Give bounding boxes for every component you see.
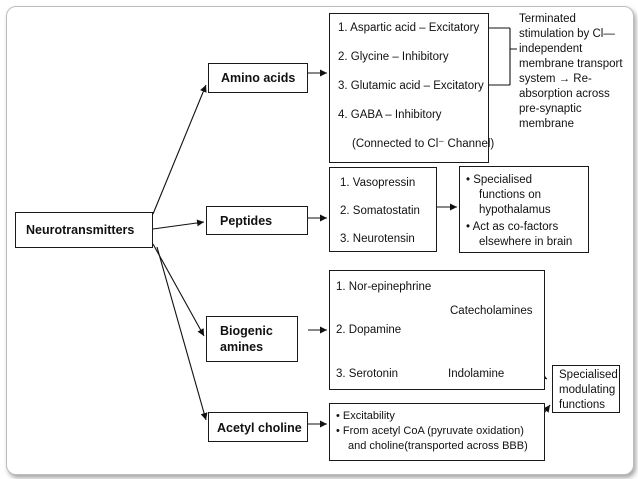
modulating-line: modulating (559, 384, 616, 396)
amino-item-1: 1. Aspartic acid – Excitatory (338, 22, 480, 34)
branch-acetyl-arrow (156, 246, 208, 421)
root-node: Neurotransmitters (15, 212, 153, 248)
catecholamines-label: Catecholamines (450, 305, 533, 317)
termination-line: stimulation by Cl— (519, 28, 615, 40)
acetyl-line: • Excitability (336, 410, 395, 422)
termination-line: absorption across (519, 88, 610, 100)
category-amino-acids: Amino acids (208, 63, 308, 93)
acetyl-choline-box: • Excitability • From acetyl CoA (pyruva… (329, 403, 545, 461)
termination-line: pre-synaptic (519, 103, 582, 115)
modulating-box: Specialised modulating functions (552, 365, 620, 413)
peptide-function-line: • Specialised (466, 174, 533, 186)
peptide-item-1: 1. Vasopressin (340, 177, 416, 189)
amino-acids-label: Amino acids (221, 71, 296, 85)
modulating-line: Specialised (559, 369, 618, 381)
amino-item-4: 4. GABA – Inhibitory (338, 109, 442, 121)
peptide-function-line: • Act as co-factors (466, 221, 559, 233)
termination-line: membrane (519, 118, 574, 130)
termination-line: membrane transport (519, 58, 623, 70)
amino-note: (Connected to Cl⁻ Channel) (352, 138, 495, 150)
peptides-label: Peptides (220, 214, 273, 228)
biogenic-list-box: 1. Nor-epinephrine Catecholamines 2. Dop… (329, 270, 545, 390)
modulating-line: functions (559, 399, 606, 411)
amino-item-2: 2. Glycine – Inhibitory (338, 51, 449, 63)
peptide-function-line: elsewhere in brain (479, 236, 573, 248)
acetyl-choline-label: Acetyl choline (217, 421, 302, 435)
termination-line: Terminated (519, 13, 576, 25)
biogenic-item-2: 2. Dopamine (336, 324, 402, 336)
acetyl-line: and choline(transported across BBB) (348, 440, 528, 452)
peptide-item-2: 2. Somatostatin (340, 205, 420, 217)
category-acetyl-choline: Acetyl choline (208, 412, 308, 442)
indolamine-label: Indolamine (448, 368, 505, 380)
acetyl-line: • From acetyl CoA (pyruvate oxidation) (336, 425, 524, 437)
category-biogenic-amines: Biogenic amines (206, 316, 298, 362)
root-label: Neurotransmitters (26, 223, 135, 237)
branch-amino-arrow (152, 84, 207, 215)
peptides-list-box: 1. Vasopressin 2. Somatostatin 3. Neurot… (329, 167, 437, 252)
branch-peptides-arrow (152, 219, 205, 230)
termination-line: independent (519, 43, 583, 55)
branch-biogenic-arrow (152, 243, 205, 337)
termination-line: system → Re- (519, 73, 592, 85)
slide-frame: Neurotransmitters Amino acids Peptides B… (6, 6, 634, 475)
biogenic-label-line2: amines (220, 340, 264, 354)
peptides-functions-box: • Specialised functions on hypothalamus … (459, 166, 589, 253)
biogenic-item-1: 1. Nor-epinephrine (336, 281, 432, 293)
amino-acids-list-box: 1. Aspartic acid – Excitatory 2. Glycine… (329, 13, 494, 163)
peptide-item-3: 3. Neurotensin (340, 233, 415, 245)
amino-item-3: 3. Glutamic acid – Excitatory (338, 80, 484, 92)
biogenic-item-3: 3. Serotonin (336, 368, 399, 380)
peptide-function-line: hypothalamus (479, 204, 551, 216)
category-peptides: Peptides (206, 206, 308, 235)
biogenic-label-line1: Biogenic (220, 324, 273, 338)
peptide-function-line: functions on (479, 189, 542, 201)
